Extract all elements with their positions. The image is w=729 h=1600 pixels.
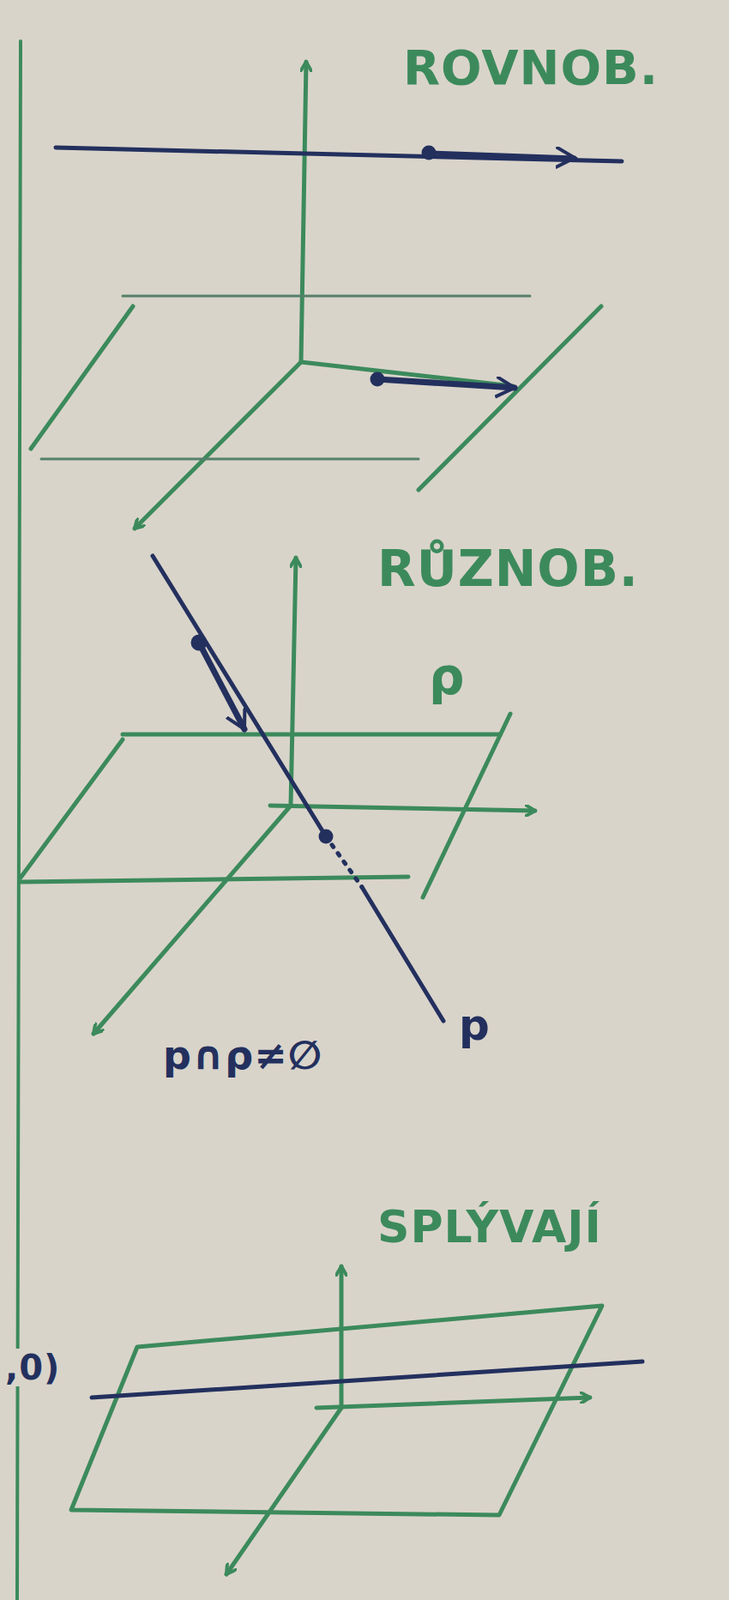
heading: SPLÝVAJÍ: [377, 1202, 603, 1252]
relation: p∩ρ≠∅: [162, 1033, 323, 1078]
plane-name: ρ: [428, 650, 466, 705]
intersecting-line: [152, 555, 444, 1021]
axes-3: [71, 1265, 603, 1574]
fragment: ,0): [3, 1348, 62, 1386]
axes-2: [20, 557, 536, 1034]
heading: RŮZNOB.: [377, 542, 639, 597]
coincident-line: [91, 1361, 643, 1398]
line-name: p: [458, 1001, 491, 1049]
parallel-line: [55, 147, 622, 388]
axes-1: [30, 61, 602, 529]
heading: ROVNOB.: [403, 41, 659, 95]
